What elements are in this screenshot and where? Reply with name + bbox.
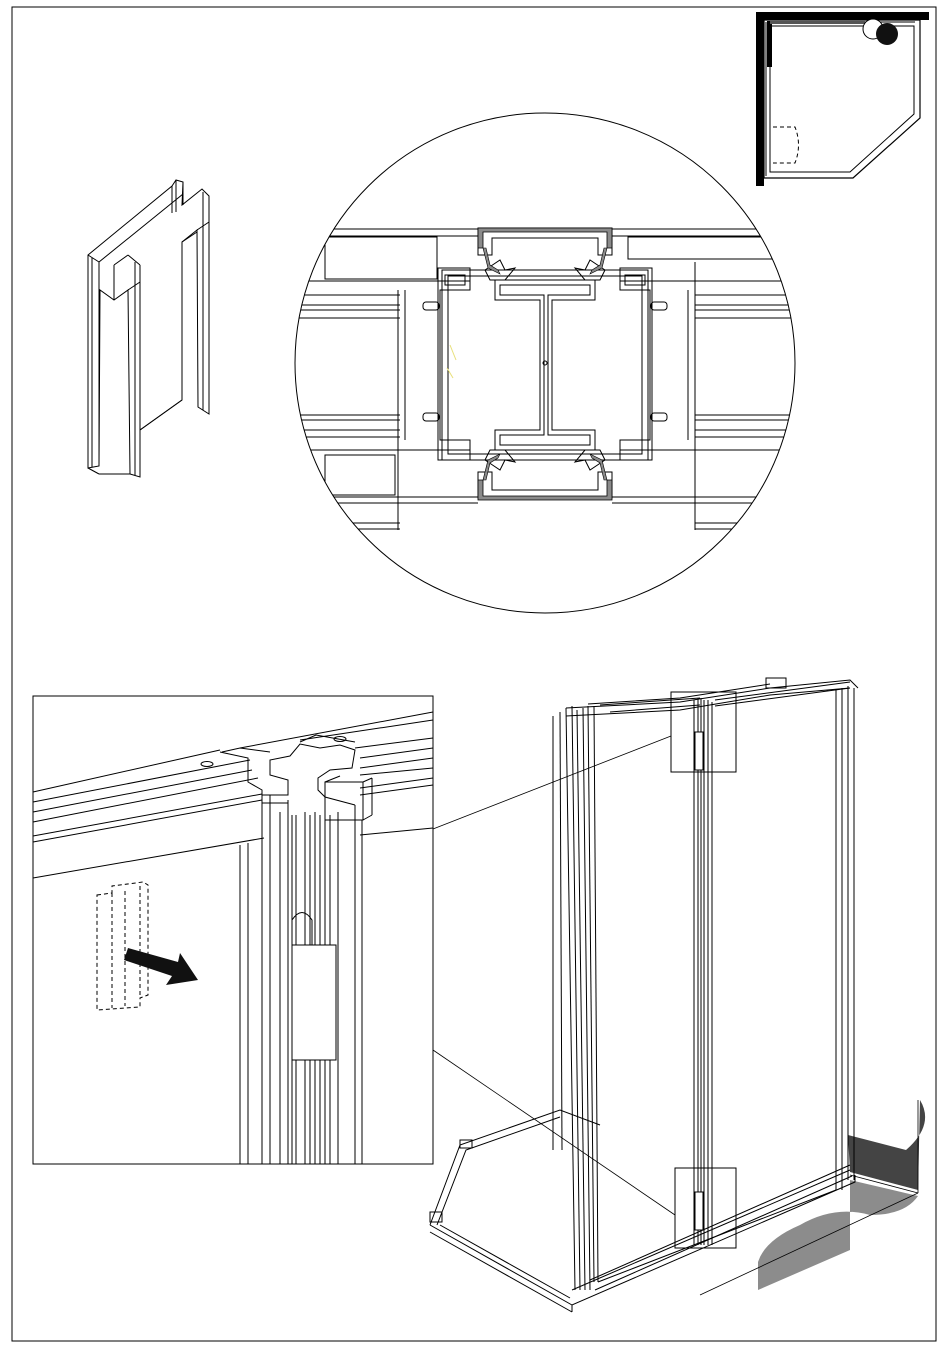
wall-shadow bbox=[848, 1100, 925, 1190]
cross-section-detail-circle bbox=[295, 113, 795, 613]
shower-enclosure bbox=[430, 678, 858, 1312]
leader-line-bottom bbox=[433, 1050, 675, 1215]
floor-plan-marker-filled bbox=[876, 23, 898, 45]
leader-line-top bbox=[433, 736, 671, 829]
floor-surface bbox=[758, 1180, 918, 1290]
h-profile-clip bbox=[292, 945, 336, 1060]
floor-plan-icon bbox=[756, 12, 929, 186]
h-profile-icon bbox=[88, 180, 209, 477]
detail-box-bottom-joint bbox=[675, 1168, 736, 1248]
